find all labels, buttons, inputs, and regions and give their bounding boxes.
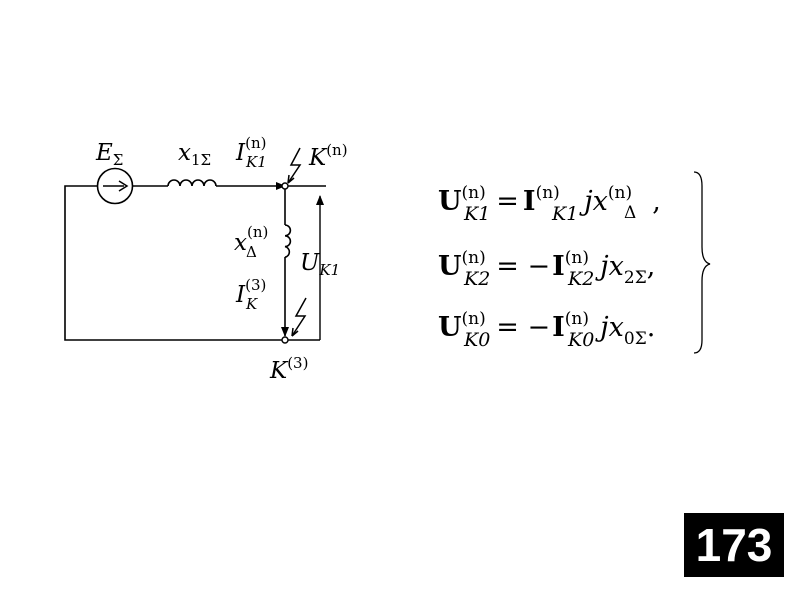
page-number-badge: 173 <box>684 513 784 577</box>
node-bottom-icon <box>281 336 289 344</box>
label-source: EΣ <box>95 140 123 169</box>
label-voltage: UK1 <box>300 250 340 279</box>
label-current-k: I(3)K <box>235 276 266 313</box>
equation-brace-icon <box>693 171 711 354</box>
emf-source-icon <box>96 167 134 205</box>
fault-top-icon <box>287 147 302 184</box>
inductor-x1-icon <box>167 179 217 187</box>
label-x-delta: x(n)Δ <box>234 223 268 261</box>
fault-bottom-icon <box>291 297 307 337</box>
node-top-icon <box>281 182 289 190</box>
label-current-k1: I(n)K1 <box>235 134 267 171</box>
label-x1: x1Σ <box>178 140 211 169</box>
circuit-wires <box>64 182 326 341</box>
wire-left-loop <box>64 185 285 341</box>
label-fault-top: K(n) <box>308 141 348 171</box>
label-fault-bottom: K(3) <box>269 354 308 384</box>
inductor-delta-icon <box>284 224 292 258</box>
